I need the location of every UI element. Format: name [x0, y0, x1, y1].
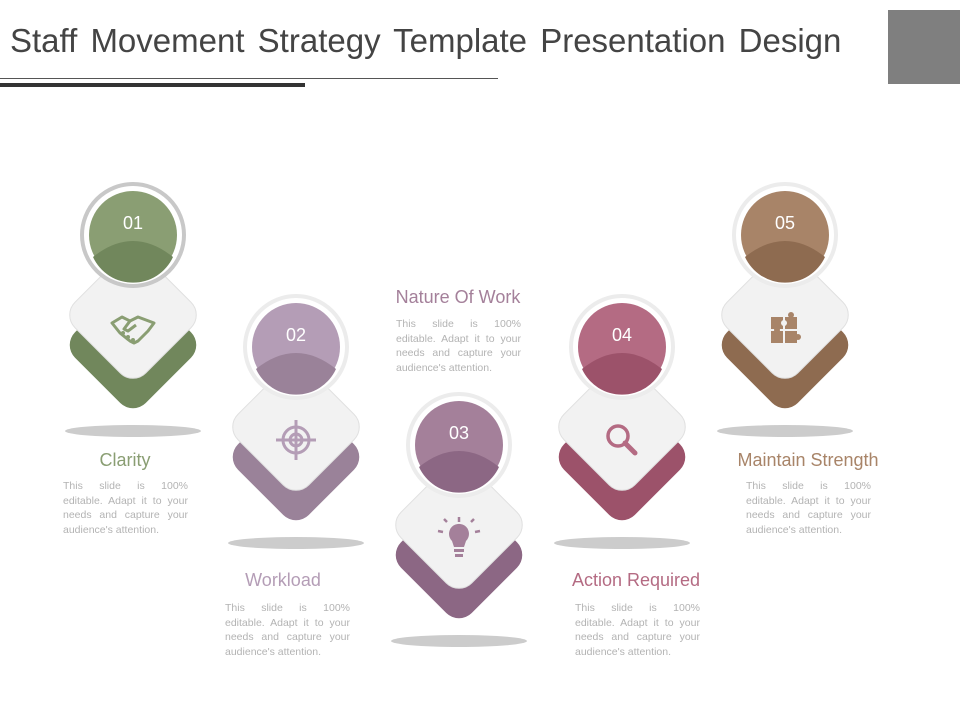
- step-5: 05: [685, 182, 885, 455]
- step-5-front-diamond: [721, 251, 849, 379]
- title-underline-thin: [0, 78, 498, 79]
- step-4-title: Action Required: [571, 570, 701, 590]
- puzzle-icon: [760, 303, 810, 353]
- step-3-circle-accent: [419, 451, 499, 493]
- step-2-number: 02: [285, 325, 307, 345]
- step-4-shadow: [554, 537, 690, 549]
- lightbulb-icon: [434, 513, 484, 563]
- step-5-shadow: [717, 425, 853, 437]
- title-underline-thick: [0, 83, 305, 87]
- step-2: 02: [196, 294, 396, 567]
- handshake-icon: [108, 303, 158, 353]
- step-5-description: This slide is 100% editable. Adapt it to…: [746, 480, 871, 536]
- step-3: 03: [359, 392, 559, 665]
- step-1-title: Clarity: [99, 450, 151, 470]
- step-4-graphic: [554, 294, 690, 549]
- step-3-description: This slide is 100% editable. Adapt it to…: [396, 318, 521, 374]
- step-4-number: 04: [611, 325, 633, 345]
- step-4-description: This slide is 100% editable. Adapt it to…: [575, 602, 700, 658]
- step-2-circle-accent: [256, 353, 336, 395]
- step-2-description: This slide is 100% editable. Adapt it to…: [225, 602, 350, 658]
- step-5-graphic: [717, 182, 853, 437]
- step-3-shadow: [391, 635, 527, 647]
- step-1-shadow: [65, 425, 201, 437]
- target-icon: [271, 415, 321, 465]
- step-1: 01: [33, 182, 233, 455]
- step-1-description: This slide is 100% editable. Adapt it to…: [63, 480, 188, 536]
- corner-decoration: [888, 10, 960, 84]
- step-1-front-diamond: [69, 251, 197, 379]
- step-4: 04: [522, 294, 722, 567]
- magnifier-icon: [597, 415, 647, 465]
- step-4-circle-accent: [582, 353, 662, 395]
- step-5-title: Maintain Strength: [737, 450, 879, 470]
- step-1-number: 01: [122, 213, 144, 233]
- slide-title: Staff Movement Strategy Template Present…: [10, 22, 842, 59]
- step-2-title: Workload: [245, 570, 321, 590]
- step-3-title: Nature Of Work: [395, 287, 521, 307]
- step-5-circle-accent: [745, 241, 825, 283]
- step-2-shadow: [228, 537, 364, 549]
- step-1-graphic: [65, 182, 201, 437]
- step-3-number: 03: [448, 423, 470, 443]
- step-5-number: 05: [774, 213, 796, 233]
- step-1-circle-accent: [93, 241, 173, 283]
